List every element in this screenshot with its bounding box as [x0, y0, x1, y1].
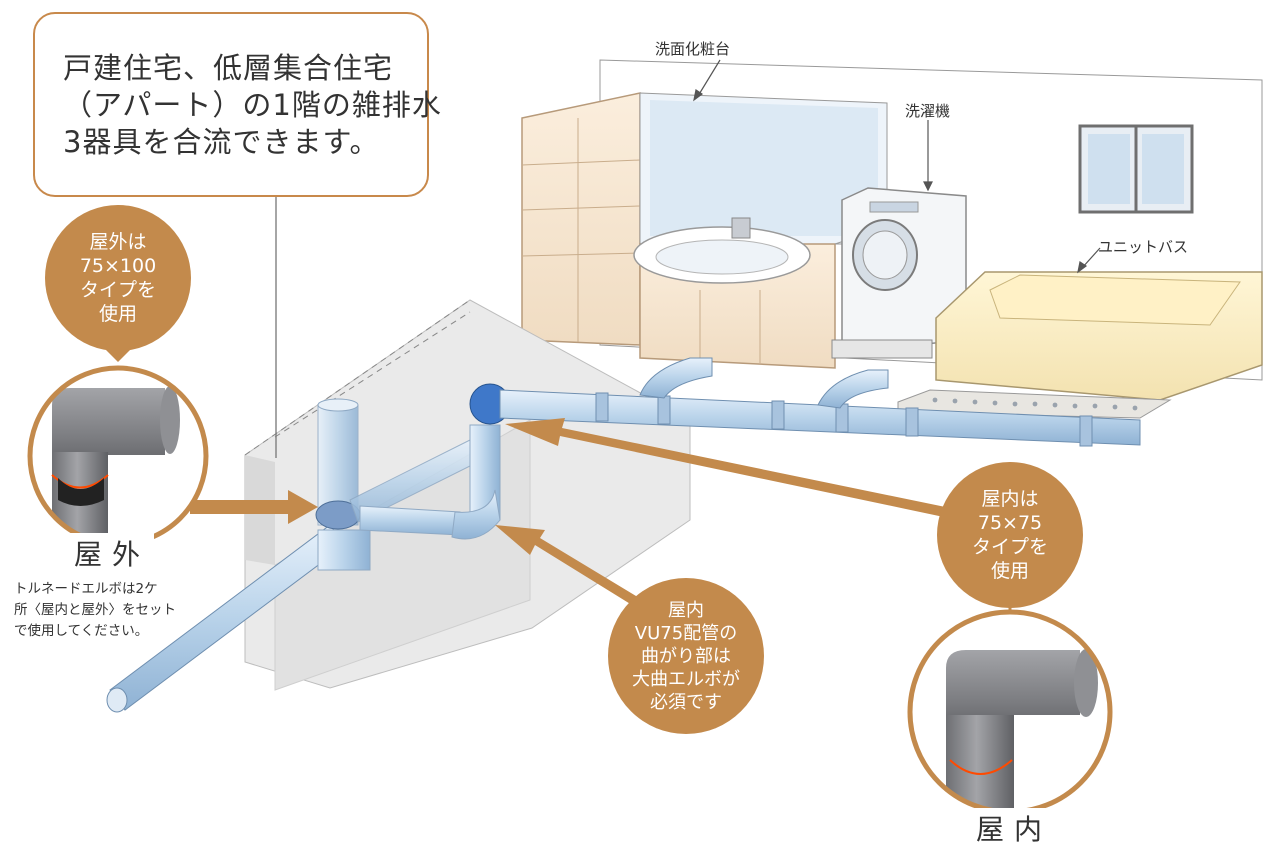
indoor-elbow-bubble: 屋内 VU75配管の 曲がり部は 大曲エルボが 必須です — [608, 578, 764, 734]
outdoor-type-bubble: 屋外は 75×100 タイプを 使用 — [45, 205, 191, 351]
vanity-label: 洗面化粧台 — [655, 40, 731, 58]
intro-line: 3器具を合流できます。 — [63, 125, 380, 159]
intro-line: （アパート）の1階の雑排水 — [63, 88, 442, 122]
bubble-line: 使用 — [990, 560, 1029, 582]
outdoor-pipe — [106, 398, 371, 713]
bubble-line: VU75配管の — [634, 622, 738, 644]
bubble-line: 屋内 — [668, 599, 704, 621]
washer-label: 洗濯機 — [905, 102, 951, 120]
vanity-unit — [521, 92, 888, 369]
arrow-outdoor — [190, 490, 318, 524]
bubble-line: 75×100 — [79, 255, 157, 277]
bubble-line: 大曲エルボが — [632, 668, 740, 690]
bubble-line: 75×75 — [977, 512, 1043, 534]
indoor-zoom-circle — [907, 609, 1113, 815]
washing-machine — [831, 187, 967, 359]
note-line: トルネードエルボは2ケ — [14, 581, 158, 597]
bubble-line: 屋内は — [981, 488, 1039, 510]
bubble-line: 屋外は — [89, 231, 147, 253]
usage-note: トルネードエルボは2ケ 所〈屋内と屋外〉をセット で使用してください。 — [14, 579, 176, 642]
label-leaders — [693, 59, 1101, 274]
main-drain-pipe — [499, 357, 1141, 447]
outdoor-zoom-circle — [27, 365, 209, 547]
note-line: で使用してください。 — [14, 623, 149, 639]
note-line: 所〈屋内と屋外〉をセット — [14, 602, 176, 618]
intro-line: 戸建住宅、低層集合住宅 — [63, 51, 394, 85]
indoor-type-bubble: 屋内は 75×75 タイプを 使用 — [937, 462, 1083, 608]
bubble-line: タイプを — [971, 536, 1048, 558]
unit-bath — [897, 271, 1263, 419]
bath-label: ユニットバス — [1098, 238, 1189, 256]
bubble-line: 曲がり部は — [641, 645, 731, 667]
bubble-line: 使用 — [98, 303, 137, 325]
bubble-line: タイプを — [79, 279, 156, 301]
indoor-label: 屋内 — [964, 808, 1057, 848]
bubble-line: 必須です — [650, 691, 722, 713]
intro-callout: 戸建住宅、低層集合住宅 （アパート）の1階の雑排水 3器具を合流できます。 — [33, 12, 442, 197]
window — [1078, 124, 1194, 214]
arrow-elbow — [495, 525, 646, 610]
outdoor-label: 屋外 — [62, 533, 155, 573]
arrow-indoor-type — [505, 418, 960, 520]
